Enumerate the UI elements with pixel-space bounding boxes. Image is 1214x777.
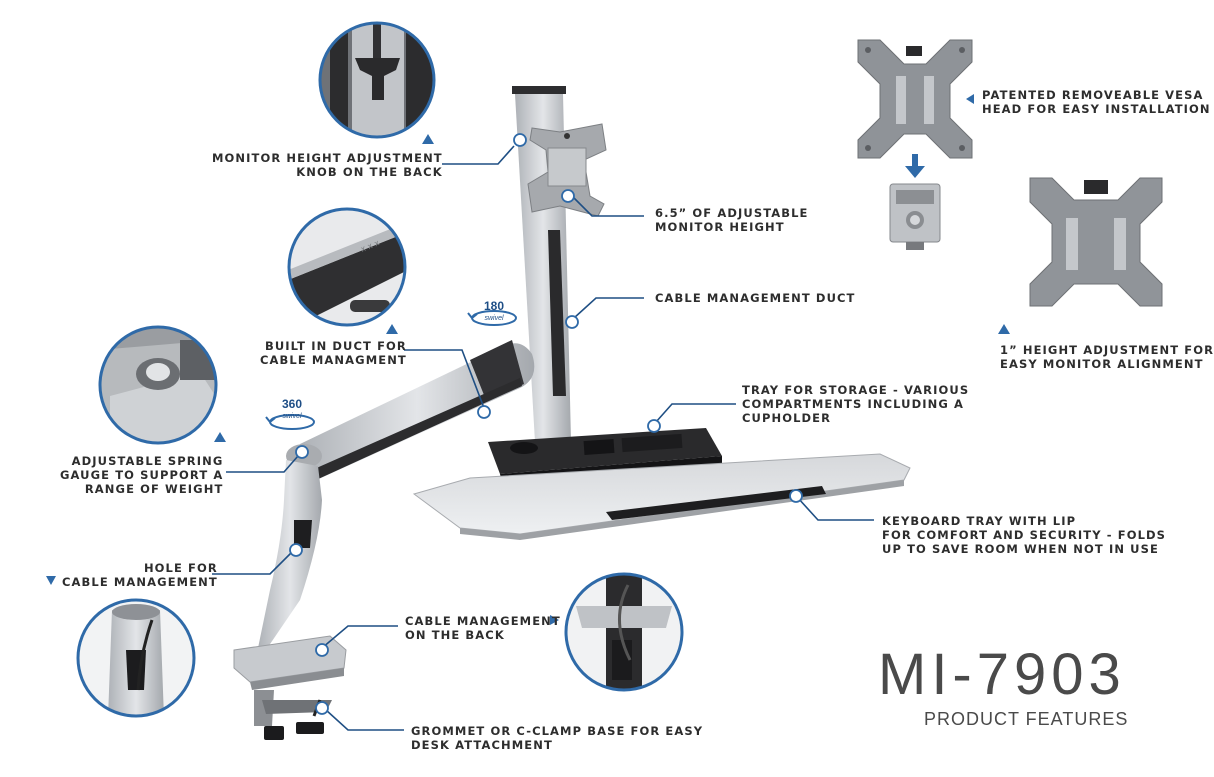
product-features-subtitle: PRODUCT FEATURES [924, 709, 1129, 729]
column-vesa-plate [527, 123, 607, 217]
duct-detail-circle: x x x [287, 207, 407, 327]
articulating-arm [286, 340, 535, 482]
triangle-left-icon [966, 94, 974, 104]
callout-grommet: GROMMET OR C-CLAMP BASE FOR EASY DESK AT… [411, 724, 704, 752]
leader-lines [212, 145, 874, 731]
swivel-badge-360: 360 swivel [265, 397, 315, 430]
triangle-down-icon [46, 576, 56, 585]
swivel-180-degrees: 180 [484, 299, 504, 313]
pole-and-clamp [233, 460, 347, 740]
back-detail-circle [564, 572, 684, 692]
hole-detail-circle [76, 598, 196, 718]
down-arrow-icon [905, 154, 925, 178]
vesa-plate-height-adjust [1029, 177, 1163, 307]
callout-knob: MONITOR HEIGHT ADJUSTMENT KNOB ON THE BA… [212, 151, 443, 179]
swivel-360-label: swivel [282, 413, 302, 420]
callout-tray: TRAY FOR STORAGE - VARIOUS COMPARTMENTS … [742, 383, 970, 425]
marker-circles [289, 133, 803, 715]
callout-back: CABLE MANAGEMENT ON THE BACK [405, 614, 561, 642]
callout-hole: HOLE FOR CABLE MANAGEMENT [62, 561, 218, 589]
swivel-badge-180: 180 swivel [467, 299, 517, 326]
callout-built-in-duct: BUILT IN DUCT FOR CABLE MANAGMENT [260, 339, 407, 367]
triangle-up-icon [422, 134, 434, 144]
callout-spring-gauge: ADJUSTABLE SPRING GAUGE TO SUPPORT A RAN… [60, 454, 224, 496]
vesa-bracket [889, 183, 941, 250]
vesa-head [857, 39, 973, 159]
swivel-180-label: swivel [484, 315, 504, 322]
callout-keyboard-tray: KEYBOARD TRAY WITH LIP FOR COMFORT AND S… [882, 514, 1167, 556]
callout-vesa: PATENTED REMOVEABLE VESA HEAD FOR EASY I… [982, 88, 1211, 116]
callout-height: 6.5” OF ADJUSTABLE MONITOR HEIGHT [655, 206, 809, 234]
knob-detail-circle [318, 21, 436, 139]
model-number: MI-7903 [878, 642, 1126, 707]
callout-duct: CABLE MANAGEMENT DUCT [655, 291, 856, 305]
callout-inch-adjust: 1” HEIGHT ADJUSTMENT FOR EASY MONITOR AL… [1000, 343, 1214, 371]
triangle-up-icon [998, 324, 1010, 334]
spring-detail-circle [98, 325, 218, 445]
triangle-up-icon [386, 324, 398, 334]
pointer-triangles [46, 94, 1010, 625]
keyboard-tray [412, 453, 911, 540]
triangle-up-icon [214, 432, 226, 442]
triangle-right-icon [550, 615, 559, 625]
swivel-360-degrees: 360 [282, 397, 302, 411]
